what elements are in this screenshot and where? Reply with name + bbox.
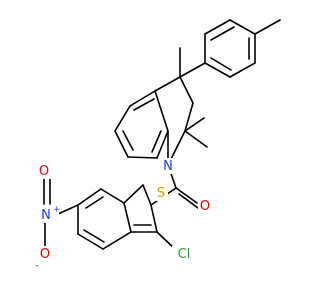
bond xyxy=(100,188,125,204)
bond xyxy=(122,130,134,151)
bond xyxy=(254,19,281,35)
bond xyxy=(129,90,156,107)
atom-n-nitro: N + xyxy=(37,205,61,223)
bond xyxy=(77,233,104,250)
bond xyxy=(150,204,158,233)
bond xyxy=(229,62,256,78)
bond-lines xyxy=(43,19,281,251)
bond xyxy=(154,76,181,92)
bond xyxy=(102,231,132,250)
bond xyxy=(123,184,144,204)
atom-s: S xyxy=(154,185,168,201)
bond xyxy=(229,19,256,35)
chlorine-atom-label: Cl xyxy=(178,247,191,262)
bond xyxy=(179,62,206,78)
nitro-oxygen-anion-label: O xyxy=(40,247,50,262)
nitrogen-atom-label: N xyxy=(163,159,173,174)
bond xyxy=(175,187,198,204)
bond xyxy=(184,117,205,132)
atom-n: N xyxy=(161,158,176,174)
bond xyxy=(210,57,232,71)
bond xyxy=(114,105,131,132)
bond xyxy=(204,62,231,78)
bond xyxy=(123,202,132,233)
bond xyxy=(179,76,194,104)
bond xyxy=(184,102,194,132)
nitro-oxygen-atom-label: O xyxy=(39,164,49,179)
atom-o-nitro-double: O xyxy=(36,163,51,179)
bond xyxy=(178,193,199,209)
bond xyxy=(156,130,169,159)
bond xyxy=(204,19,231,35)
bond xyxy=(151,130,162,153)
bond xyxy=(127,156,158,159)
oxygen-atom-label: O xyxy=(200,199,210,214)
bond xyxy=(154,90,169,132)
sulfur-atom-label: S xyxy=(157,186,165,201)
atom-cl: Cl xyxy=(172,246,196,262)
nitro-oxygen-charge: - xyxy=(35,261,38,271)
bond xyxy=(210,26,235,41)
atom-o-nitro-single: O - xyxy=(35,246,53,271)
bond xyxy=(114,130,129,158)
bond xyxy=(133,98,155,111)
atom-o-carbonyl: O xyxy=(198,198,213,214)
bond xyxy=(77,188,102,206)
bond xyxy=(57,204,79,215)
bond xyxy=(83,229,105,243)
nitro-nitrogen-charge: + xyxy=(53,205,61,215)
bond xyxy=(142,184,152,206)
bond xyxy=(85,196,104,209)
molecule-structure-diagram: S N O Cl N + O O - xyxy=(35,19,281,271)
nitro-nitrogen-atom-label: N xyxy=(41,208,51,223)
bond xyxy=(184,130,208,148)
